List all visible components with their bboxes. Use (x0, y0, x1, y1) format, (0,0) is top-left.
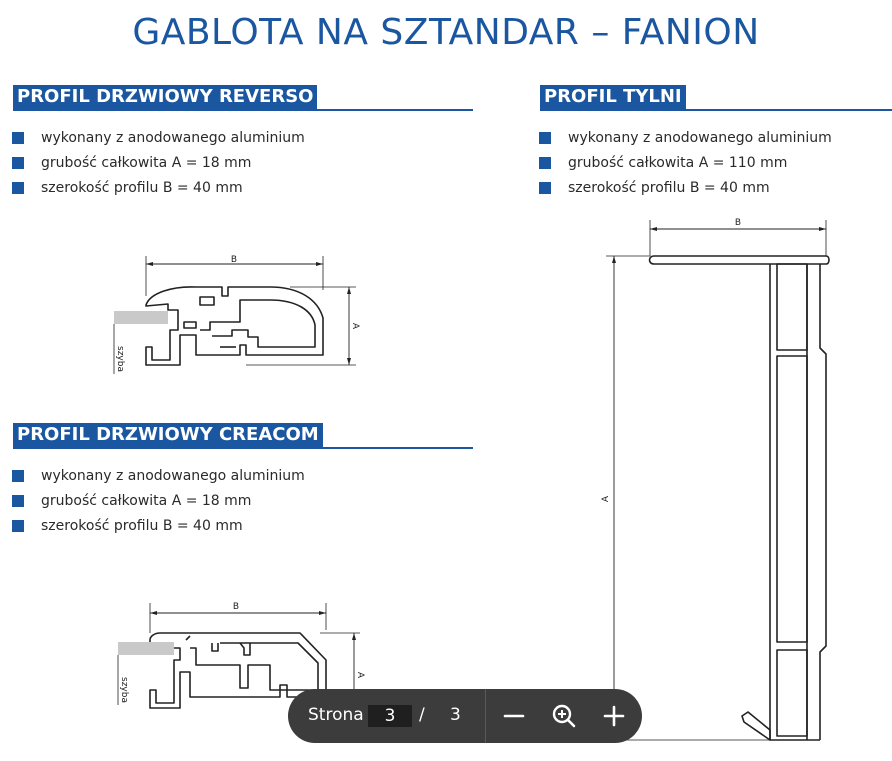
dimension-label-a: A (355, 672, 365, 679)
bullet-square-icon (12, 132, 24, 144)
page-label: Strona (308, 705, 364, 725)
plus-icon (603, 705, 625, 727)
bullet-square-icon (539, 132, 551, 144)
zoom-in-button[interactable] (599, 701, 629, 731)
bullet-square-icon (12, 182, 24, 194)
section-heading-reverso: PROFIL DRZWIOWY REVERSO (13, 85, 473, 111)
section-heading-label: PROFIL TYLNI (540, 85, 686, 109)
bullet-square-icon (12, 470, 24, 482)
list-item: szerokość profilu B = 40 mm (12, 517, 305, 542)
bullet-list-creacom: wykonany z anodowanego aluminium grubość… (12, 467, 305, 542)
current-page-input[interactable] (368, 705, 412, 727)
bullet-square-icon (12, 495, 24, 507)
list-item: grubość całkowita A = 18 mm (12, 492, 305, 517)
dimension-label-b: B (231, 255, 237, 265)
zoom-magnifier-icon (552, 704, 576, 728)
dimension-label-a: A (350, 323, 360, 330)
zoom-button[interactable] (549, 701, 579, 731)
section-heading-rule (13, 447, 473, 449)
list-item: grubość całkowita A = 110 mm (539, 154, 832, 179)
section-heading-label: PROFIL DRZWIOWY CREACOM (13, 423, 323, 447)
section-heading-rule (13, 109, 473, 111)
list-item: szerokość profilu B = 40 mm (539, 179, 832, 204)
section-heading-rule (540, 109, 892, 111)
list-item: wykonany z anodowanego aluminium (12, 129, 305, 154)
bullet-square-icon (539, 157, 551, 169)
section-heading-label: PROFIL DRZWIOWY REVERSO (13, 85, 318, 109)
dimension-label-b: B (735, 218, 741, 228)
profile-tylni-drawing (606, 220, 830, 741)
bullet-square-icon (12, 520, 24, 532)
bullet-list-reverso: wykonany z anodowanego aluminium grubość… (12, 129, 305, 204)
page-title: GABLOTA NA SZTANDAR – FANION (132, 12, 760, 53)
list-item: grubość całkowita A = 18 mm (12, 154, 305, 179)
glass-label: szyba (115, 346, 125, 372)
page-separator: / (419, 705, 425, 725)
section-heading-tylni: PROFIL TYLNI (540, 85, 892, 111)
glass-label: szyba (119, 677, 129, 703)
profile-reverso-drawing (113, 256, 356, 374)
toolbar-divider (485, 689, 486, 743)
bullet-list-tylni: wykonany z anodowanego aluminium grubość… (539, 129, 832, 204)
list-item: wykonany z anodowanego aluminium (539, 129, 832, 154)
zoom-out-button[interactable] (499, 701, 529, 731)
section-heading-creacom: PROFIL DRZWIOWY CREACOM (13, 423, 473, 449)
minus-icon (503, 714, 525, 718)
list-item: szerokość profilu B = 40 mm (12, 179, 305, 204)
list-item: wykonany z anodowanego aluminium (12, 467, 305, 492)
dimension-label-b: B (233, 602, 239, 612)
pdf-viewer-toolbar: Strona / 3 (288, 689, 642, 743)
bullet-square-icon (539, 182, 551, 194)
bullet-square-icon (12, 157, 24, 169)
dimension-label-a: A (601, 495, 611, 502)
total-pages: 3 (450, 705, 461, 725)
